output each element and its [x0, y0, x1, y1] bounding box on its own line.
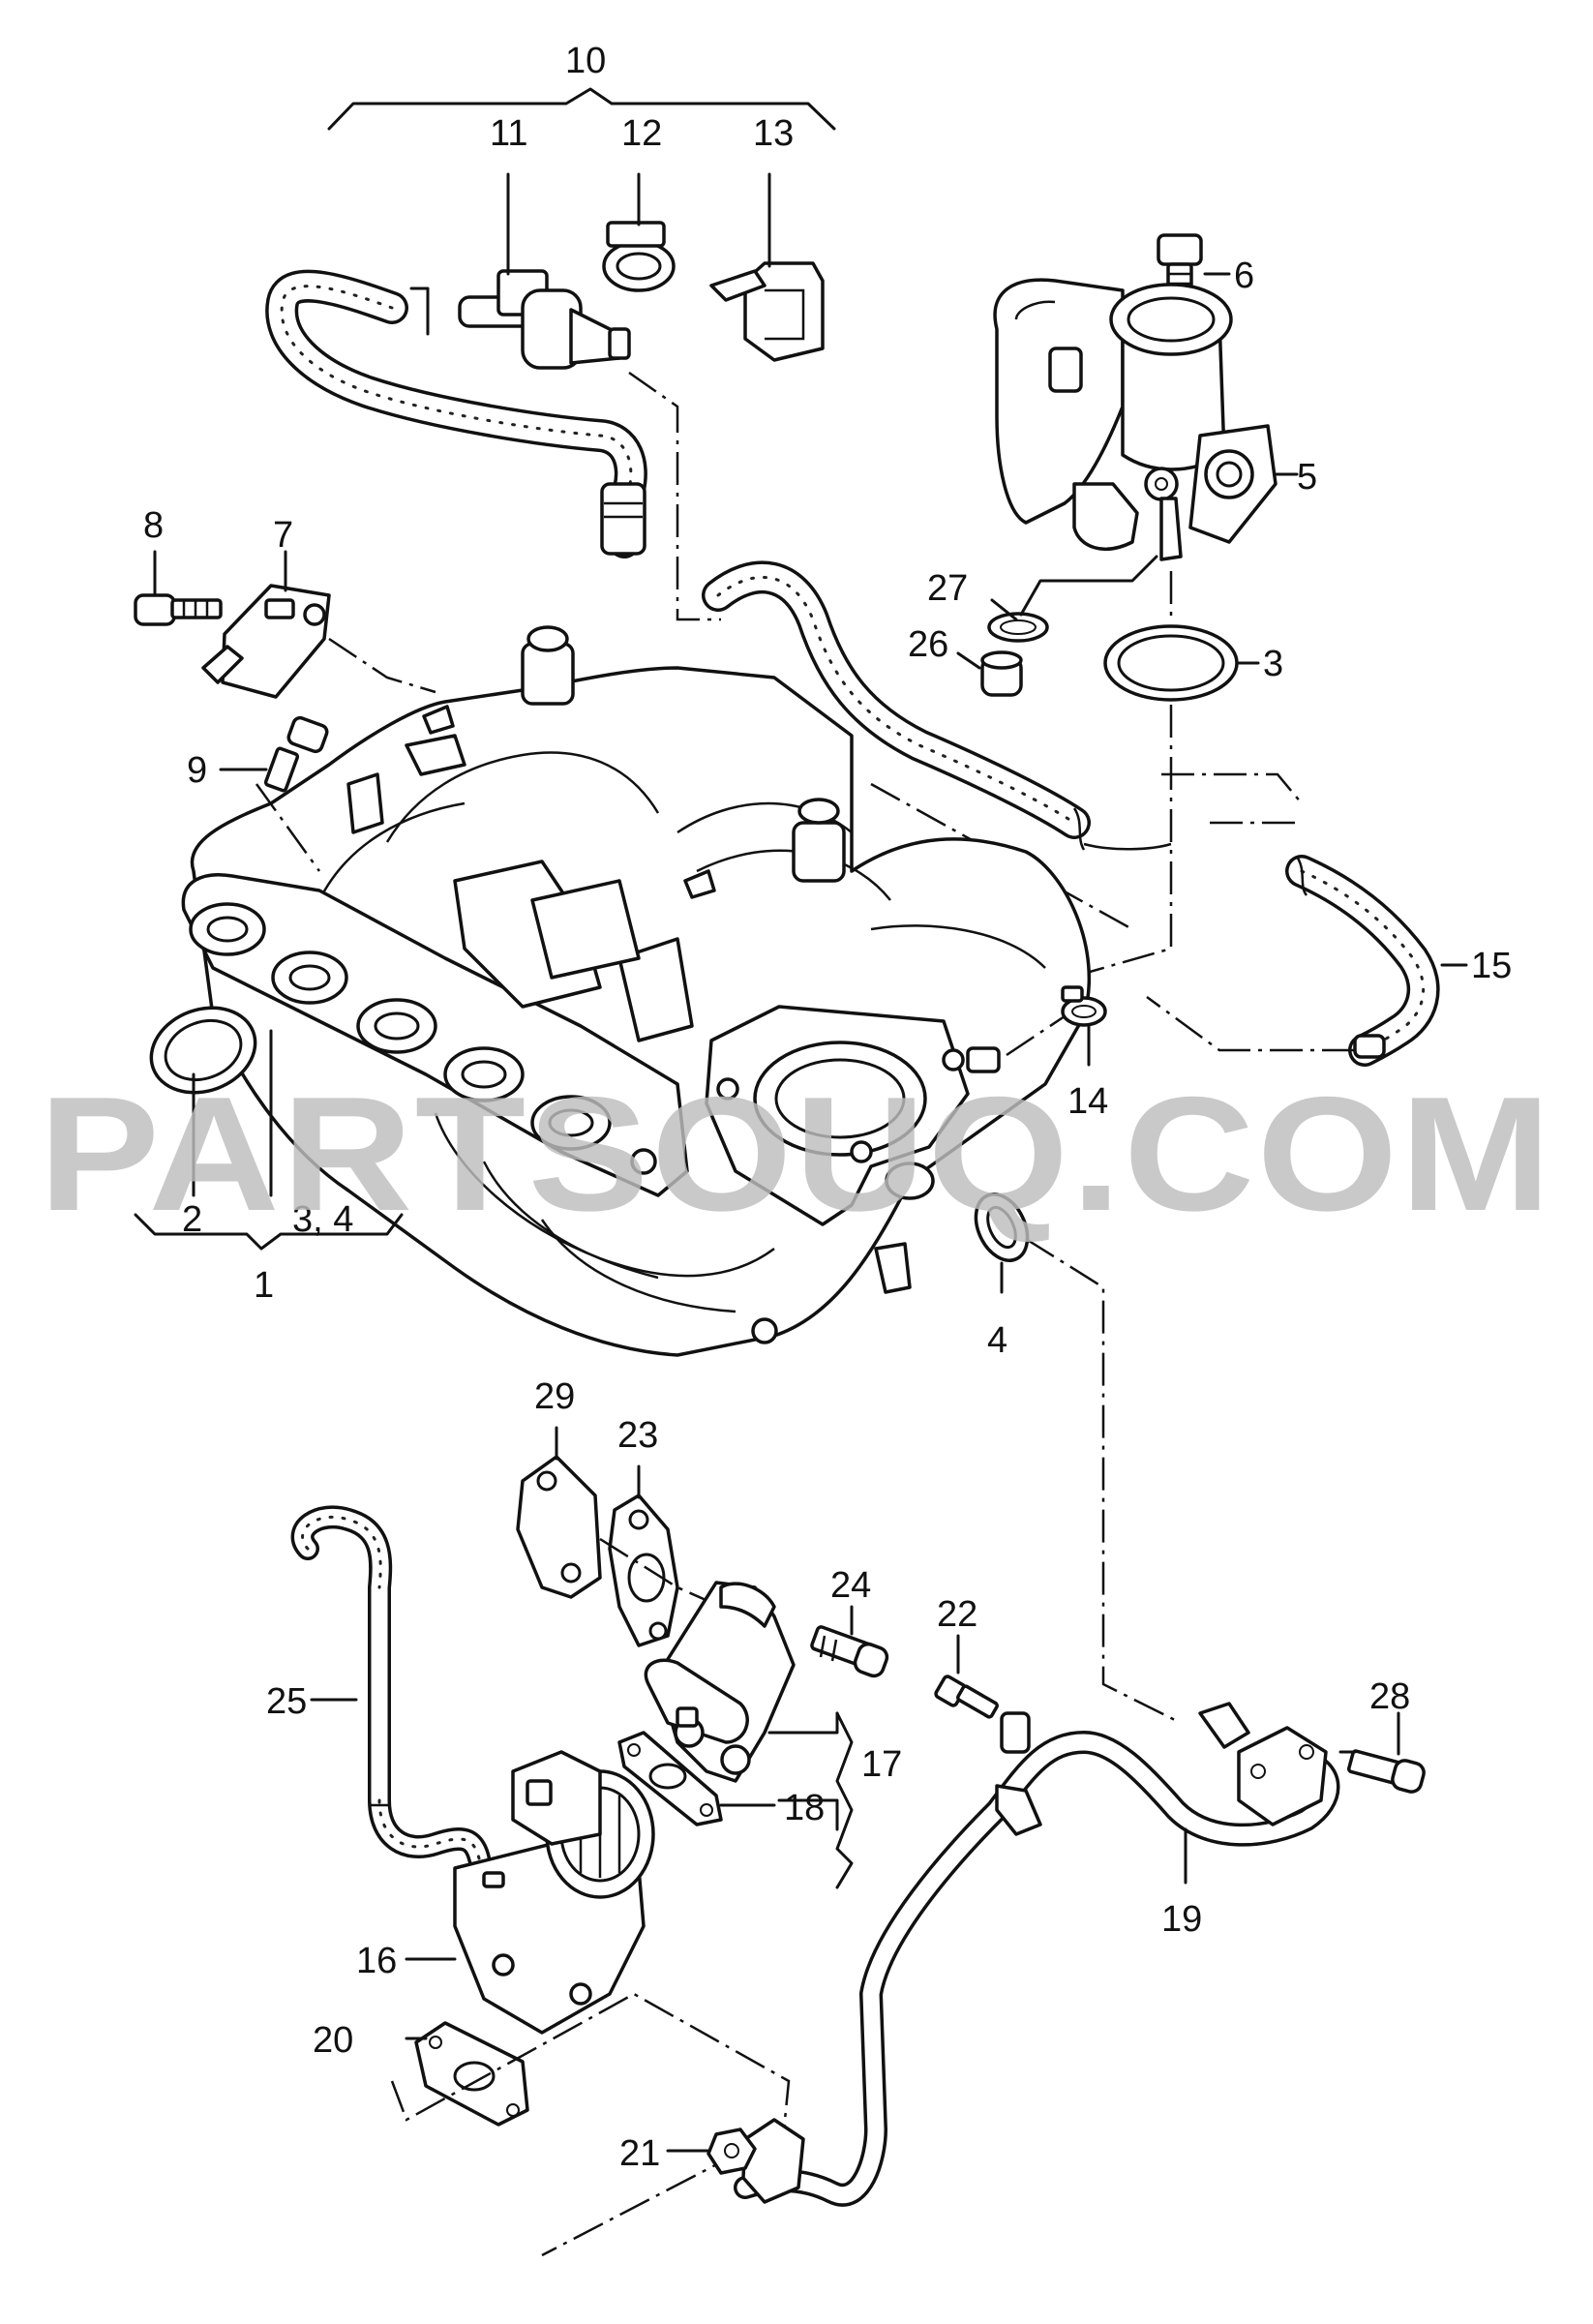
callout-4: 4: [987, 1320, 1007, 1361]
callout-9: 9: [187, 750, 207, 791]
bolt-24-icon: [810, 1605, 889, 1678]
callout-6: 6: [1234, 256, 1254, 296]
callout-7: 7: [273, 515, 293, 556]
pipe-19-icon: [734, 1702, 1340, 2207]
callout-26: 26: [908, 624, 948, 665]
throttle-body-icon: [993, 278, 1299, 561]
callout-29: 29: [534, 1376, 575, 1417]
gasket-23-icon: [599, 1464, 722, 1647]
callout-18: 18: [784, 1788, 825, 1828]
callout-22: 22: [937, 1594, 977, 1635]
gasket-2-icon: [149, 1006, 257, 1095]
mounting-bracket-7-icon: [201, 550, 436, 699]
intake-manifold-icon: [181, 625, 1092, 1357]
callout-13: 13: [753, 113, 794, 154]
bolt-22-icon: [934, 1634, 999, 1719]
callout-1: 1: [254, 1265, 274, 1306]
callout-12: 12: [621, 113, 662, 154]
bolt-28-icon: [1338, 1711, 1426, 1794]
callout-8: 8: [143, 505, 164, 546]
callout-25: 25: [266, 1681, 307, 1722]
callout-3-4: 3, 4: [292, 1199, 353, 1240]
secondary-air-valve-16-icon: [405, 1750, 655, 2035]
callout-16: 16: [356, 1941, 397, 1981]
callout-15: 15: [1471, 946, 1512, 986]
callout-5: 5: [1297, 457, 1317, 498]
hose-clamp-14-icon: [1006, 985, 1107, 1067]
callout-10: 10: [565, 41, 606, 81]
callout-27: 27: [927, 568, 968, 609]
callout-20: 20: [313, 2020, 353, 2061]
bolt-9-icon: [219, 715, 329, 872]
nut-21-icon: [666, 2128, 757, 2175]
callout-28: 28: [1369, 1676, 1410, 1717]
gasket-4-icon: [974, 1192, 1182, 1725]
callout-19: 19: [1161, 1899, 1202, 1940]
leader-lines-manifold: [134, 1029, 404, 1251]
bolt-8-icon: [134, 550, 223, 626]
gasket-icon: [1103, 624, 1260, 702]
callout-2: 2: [182, 1199, 202, 1240]
callout-11: 11: [490, 113, 527, 154]
callout-14: 14: [1067, 1081, 1108, 1122]
vent-hose-icon: [265, 269, 647, 558]
clamp-and-cap-icon: [956, 555, 1158, 697]
gasket-29-icon: [516, 1426, 602, 1599]
gasket-20-icon: [390, 1992, 791, 2257]
callout-21: 21: [619, 2133, 660, 2174]
connecting-pipe-17-icon: [644, 1581, 854, 1889]
hose-icon-15: [1146, 821, 1468, 1067]
gasket-18-icon: [617, 1731, 776, 1826]
callout-23: 23: [617, 1415, 658, 1456]
hose-clamp-icon: [602, 172, 676, 292]
callout-17: 17: [861, 1744, 902, 1785]
hose-icon: [702, 560, 1172, 851]
callout-3: 3: [1263, 644, 1283, 684]
watermark: PARTSOUQ.COM: [39, 1063, 1553, 1245]
callout-24: 24: [830, 1565, 871, 1606]
retaining-clip-icon: [709, 172, 825, 362]
callout-labels: 10 11 12 13 6 5 8 7 27 26 3 9 15 14 2 3,…: [143, 41, 1512, 2174]
valve-icon: [458, 172, 631, 370]
hose-bracket-10: [327, 87, 836, 131]
air-hose-25-icon: [290, 1505, 491, 1870]
